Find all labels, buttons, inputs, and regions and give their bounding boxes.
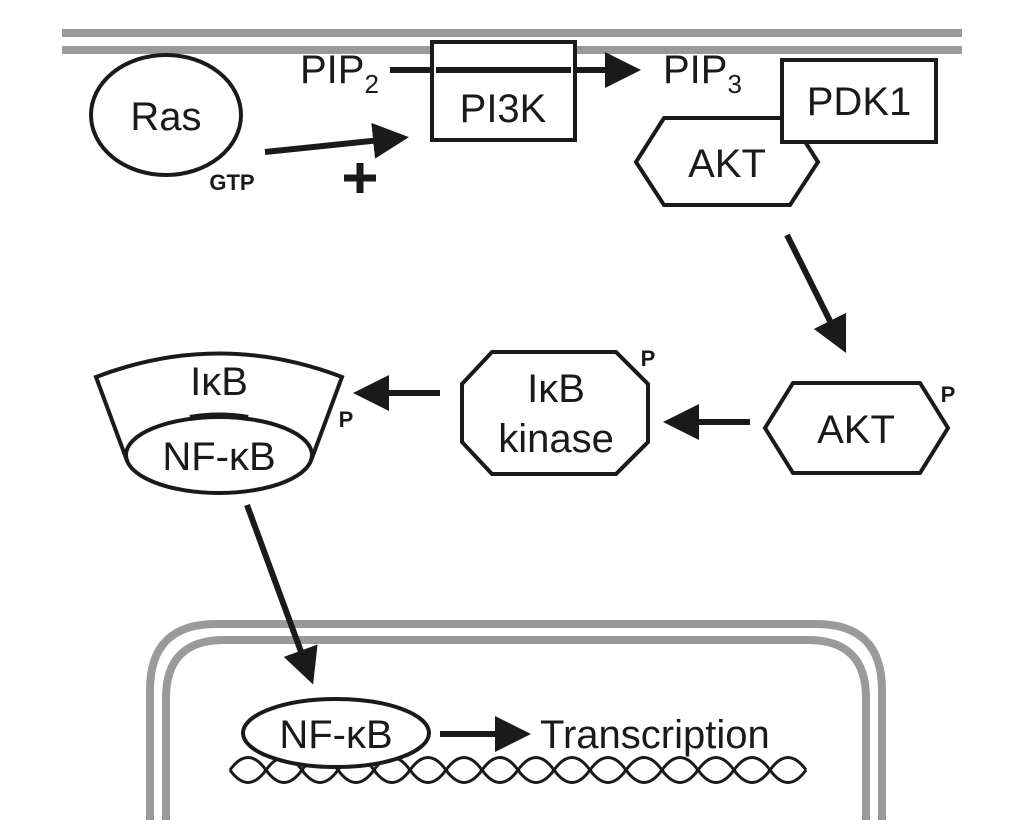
pdk1-label: PDK1 — [807, 80, 912, 124]
pip2-label: PIP2 — [300, 48, 379, 99]
ikb-label: IκB — [190, 360, 248, 404]
ikb-nfkb-complex — [93, 351, 345, 495]
gtp-label: GTP — [209, 170, 254, 195]
pip3-label: PIP3 — [663, 48, 742, 99]
ikb-kinase-label-1: IκB — [527, 367, 585, 411]
akt-phospho-p: P — [941, 382, 956, 407]
nuclear-envelope — [146, 620, 886, 820]
ikb-kinase-label-2: kinase — [498, 417, 614, 461]
ras-label: Ras — [130, 95, 201, 139]
complex-p: P — [339, 407, 354, 432]
complex-to-nucleus-arrow — [244, 503, 318, 685]
ikb-kinase-p: P — [641, 346, 656, 371]
pdk1-node — [780, 58, 938, 144]
pi3k-node — [430, 40, 577, 142]
pip2-subscript: 2 — [364, 69, 378, 99]
activation-plus-icon — [344, 163, 376, 193]
akt-label: AKT — [688, 142, 766, 186]
akt-to-aktp-arrow — [784, 233, 847, 354]
pi3k-label: PI3K — [460, 87, 547, 131]
akt-phospho-node — [762, 381, 951, 475]
ras-node — [89, 53, 243, 177]
akt-phospho-label: AKT — [817, 408, 895, 452]
ras-to-pi3k-arrow — [264, 122, 409, 159]
nfkb-complex-label: NF-κB — [162, 435, 275, 479]
transcription-label: Transcription — [540, 713, 770, 757]
pip3-subscript: 3 — [727, 69, 741, 99]
ikb-kinase-node — [460, 350, 650, 476]
nfkb-nucleus-node — [241, 697, 431, 769]
nfkb-nucleus-label: NF-κB — [279, 713, 392, 757]
